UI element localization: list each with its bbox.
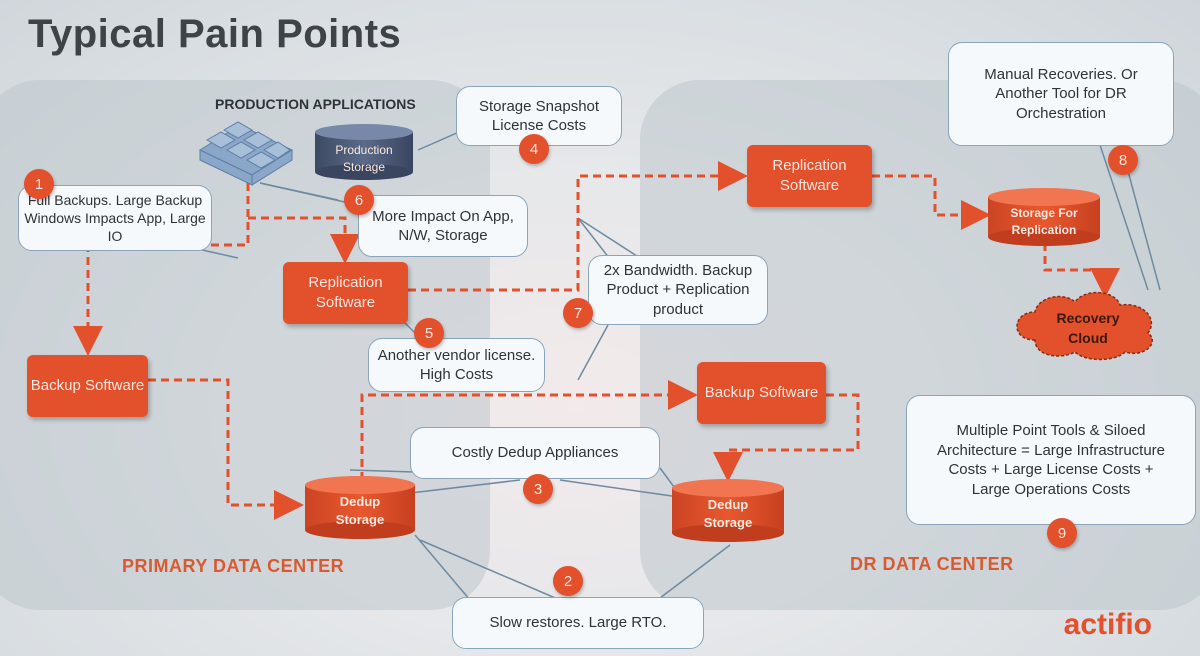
recovery-cloud-label: Recovery Cloud (1056, 310, 1120, 346)
production-storage-cylinder (315, 124, 413, 180)
badge-2: 2 (553, 566, 583, 596)
replication-software-dr: Replication Software (747, 145, 872, 207)
production-applications-heading: PRODUCTION APPLICATIONS (215, 96, 416, 112)
actifio-logo: actifio (1063, 608, 1152, 641)
replication-software-primary: Replication Software (283, 262, 408, 324)
storage-for-replication-cylinder (988, 188, 1100, 246)
badge-6: 6 (344, 185, 374, 215)
dedup-storage-primary-label: Dedup Storage (335, 494, 385, 528)
dr-data-center-label: DR DATA CENTER (850, 554, 1014, 574)
dedup-storage-dr-label: Dedup Storage (703, 497, 753, 531)
applications-cubes-icon (198, 121, 294, 186)
callout-1: Full Backups. Large Backup Windows Impac… (18, 185, 212, 251)
callout-8: Manual Recoveries. Or Another Tool for D… (948, 42, 1174, 146)
badge-8: 8 (1108, 145, 1138, 175)
callout-6: More Impact On App, N/W, Storage (358, 195, 528, 257)
callout-3: Costly Dedup Appliances (410, 427, 660, 479)
callout-5: Another vendor license. High Costs (368, 338, 545, 392)
callout-7: 2x Bandwidth. Backup Product + Replicati… (588, 255, 768, 325)
backup-software-dr: Backup Software (697, 362, 826, 424)
badge-3: 3 (523, 474, 553, 504)
badge-4: 4 (519, 134, 549, 164)
backup-software-primary: Backup Software (27, 355, 148, 417)
primary-data-center-label: PRIMARY DATA CENTER (122, 556, 345, 576)
dedup-primary-cylinder (305, 476, 415, 539)
badge-7: 7 (563, 298, 593, 328)
callout-9: Multiple Point Tools & Siloed Architectu… (906, 395, 1196, 525)
badge-1: 1 (24, 169, 54, 199)
storage-for-replication-label: Storage For Replication (1010, 206, 1078, 237)
badge-5: 5 (414, 318, 444, 348)
page-title: Typical Pain Points (28, 12, 402, 56)
callout-2: Slow restores. Large RTO. (452, 597, 704, 649)
dedup-dr-cylinder (672, 479, 784, 542)
production-storage-label: Production Storage (335, 143, 393, 174)
badge-9: 9 (1047, 518, 1077, 548)
recovery-cloud-icon (1016, 291, 1154, 361)
